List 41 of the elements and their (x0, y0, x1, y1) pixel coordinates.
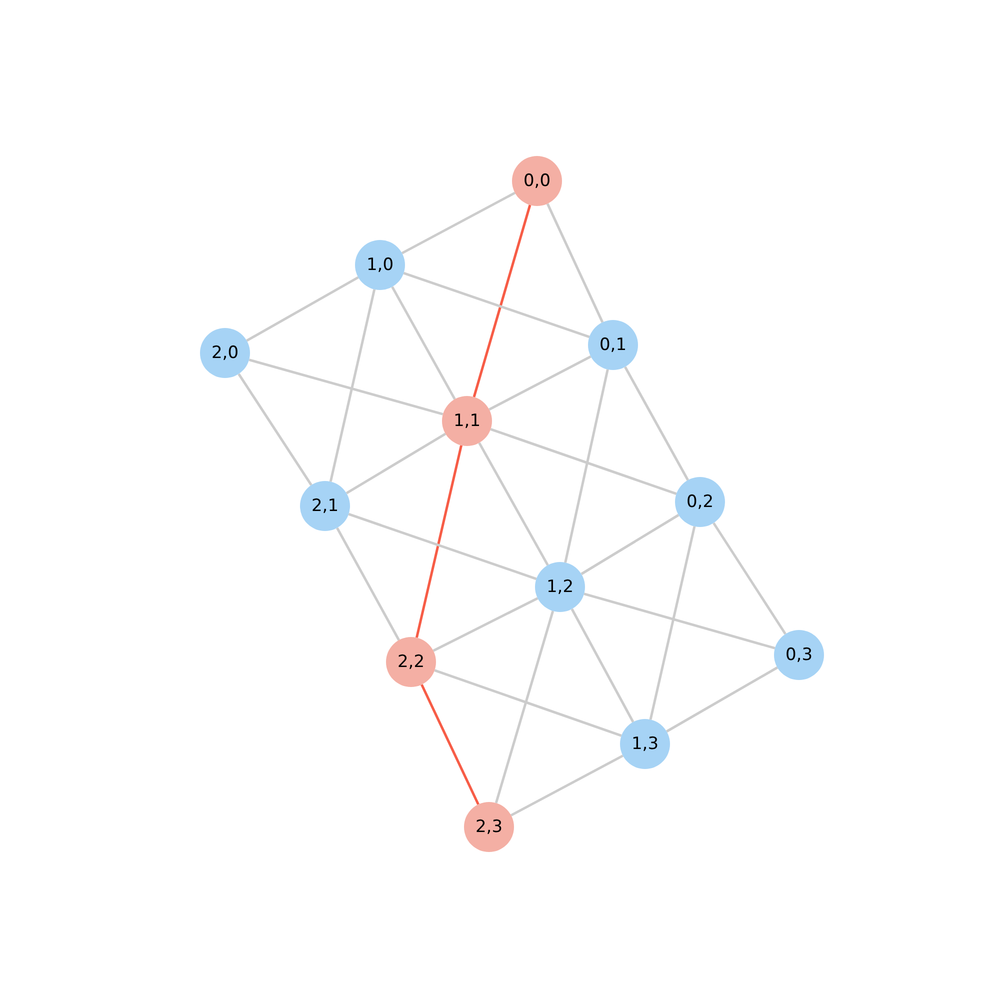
node-circle: 1,2 (535, 562, 585, 612)
edge-line (494, 610, 554, 804)
node-circle: 0,2 (675, 477, 725, 527)
node-circle: 0,3 (774, 630, 824, 680)
edge-line (584, 592, 776, 650)
node-circle: 2,3 (464, 802, 514, 852)
edge-line (336, 527, 400, 641)
edge-line (420, 684, 480, 805)
node-circle: 1,3 (620, 719, 670, 769)
edge-line (649, 526, 696, 720)
edge-line (403, 272, 590, 338)
node-circle: 2,2 (386, 637, 436, 687)
edge-line (415, 445, 463, 638)
edge-line (624, 366, 689, 481)
edge-line (510, 754, 624, 816)
edge-line (570, 608, 634, 723)
edge-line (666, 666, 778, 733)
edge-line (248, 358, 444, 416)
edge-line (391, 286, 456, 400)
node-circle: 2,0 (200, 328, 250, 378)
edge-line (348, 512, 537, 580)
edge-line (564, 369, 609, 563)
edge-line (478, 442, 549, 566)
node-circle: 0,0 (512, 156, 562, 206)
edge-line (238, 373, 312, 486)
edge-line (434, 669, 622, 737)
edge-line (712, 522, 786, 635)
edge-line (580, 514, 680, 576)
edge-line (432, 597, 538, 652)
edge-line (472, 204, 532, 398)
edge-line (246, 276, 359, 342)
node-circle: 0,1 (588, 320, 638, 370)
edge-line (488, 355, 592, 411)
edge-line (490, 428, 677, 495)
edge-line (401, 192, 516, 254)
node-circle: 1,0 (355, 240, 405, 290)
edge-line (329, 289, 376, 482)
node-circle: 1,1 (442, 396, 492, 446)
node-circle: 2,1 (300, 481, 350, 531)
edge-line (346, 432, 446, 494)
edge-line (546, 203, 604, 323)
